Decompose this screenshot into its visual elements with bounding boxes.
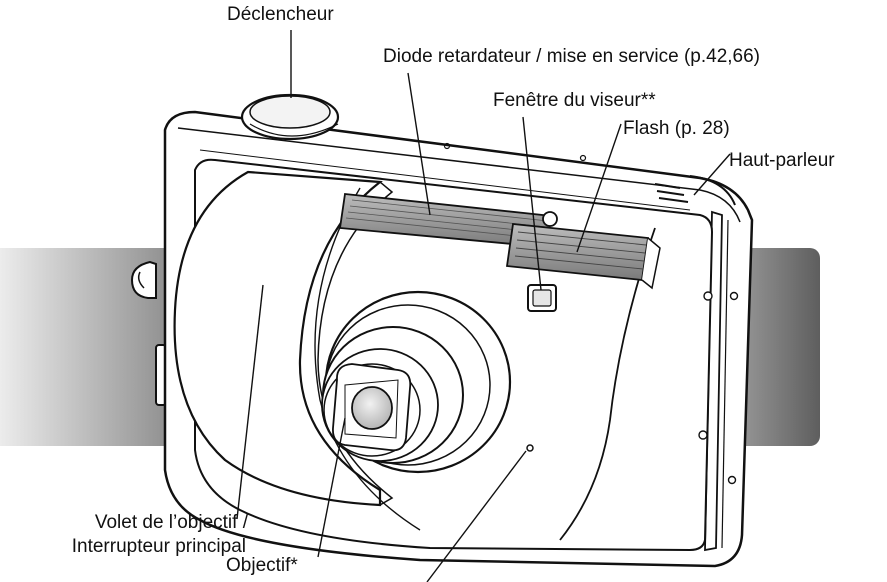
label-speaker: Haut-parleur <box>729 150 835 171</box>
label-self-timer-lamp: Diode retardateur / mise en service (p.4… <box>383 46 761 67</box>
self-timer-lamp <box>542 211 558 227</box>
lens-assembly <box>321 290 512 474</box>
lens-cover <box>173 170 383 507</box>
speaker-bump <box>689 175 736 206</box>
microphone-hole <box>526 444 534 452</box>
screws <box>698 291 739 485</box>
speaker-grille <box>654 183 689 203</box>
leader-speaker <box>693 153 731 196</box>
leader-flash <box>576 123 622 253</box>
leader-mic <box>426 450 527 582</box>
label-lens: Objectif* <box>226 555 298 576</box>
leader-lens <box>317 417 346 558</box>
leader-viewfinder <box>522 116 542 291</box>
label-viewfinder-window: Fenêtre du viseur** <box>493 90 656 111</box>
label-lens-cover-line2: Interrupteur principal <box>71 536 246 557</box>
label-lens-cover-line1: Volet de l’objectif / <box>94 512 248 533</box>
lens-glass <box>351 386 393 430</box>
leader-lens-cover <box>236 284 264 520</box>
background-band-right <box>735 248 820 446</box>
label-shutter-release: Déclencheur <box>227 4 334 25</box>
label-flash: Flash (p. 28) <box>623 118 730 139</box>
leader-self-timer <box>407 72 431 216</box>
strap-lug <box>130 260 157 299</box>
leader-lines <box>236 30 731 582</box>
